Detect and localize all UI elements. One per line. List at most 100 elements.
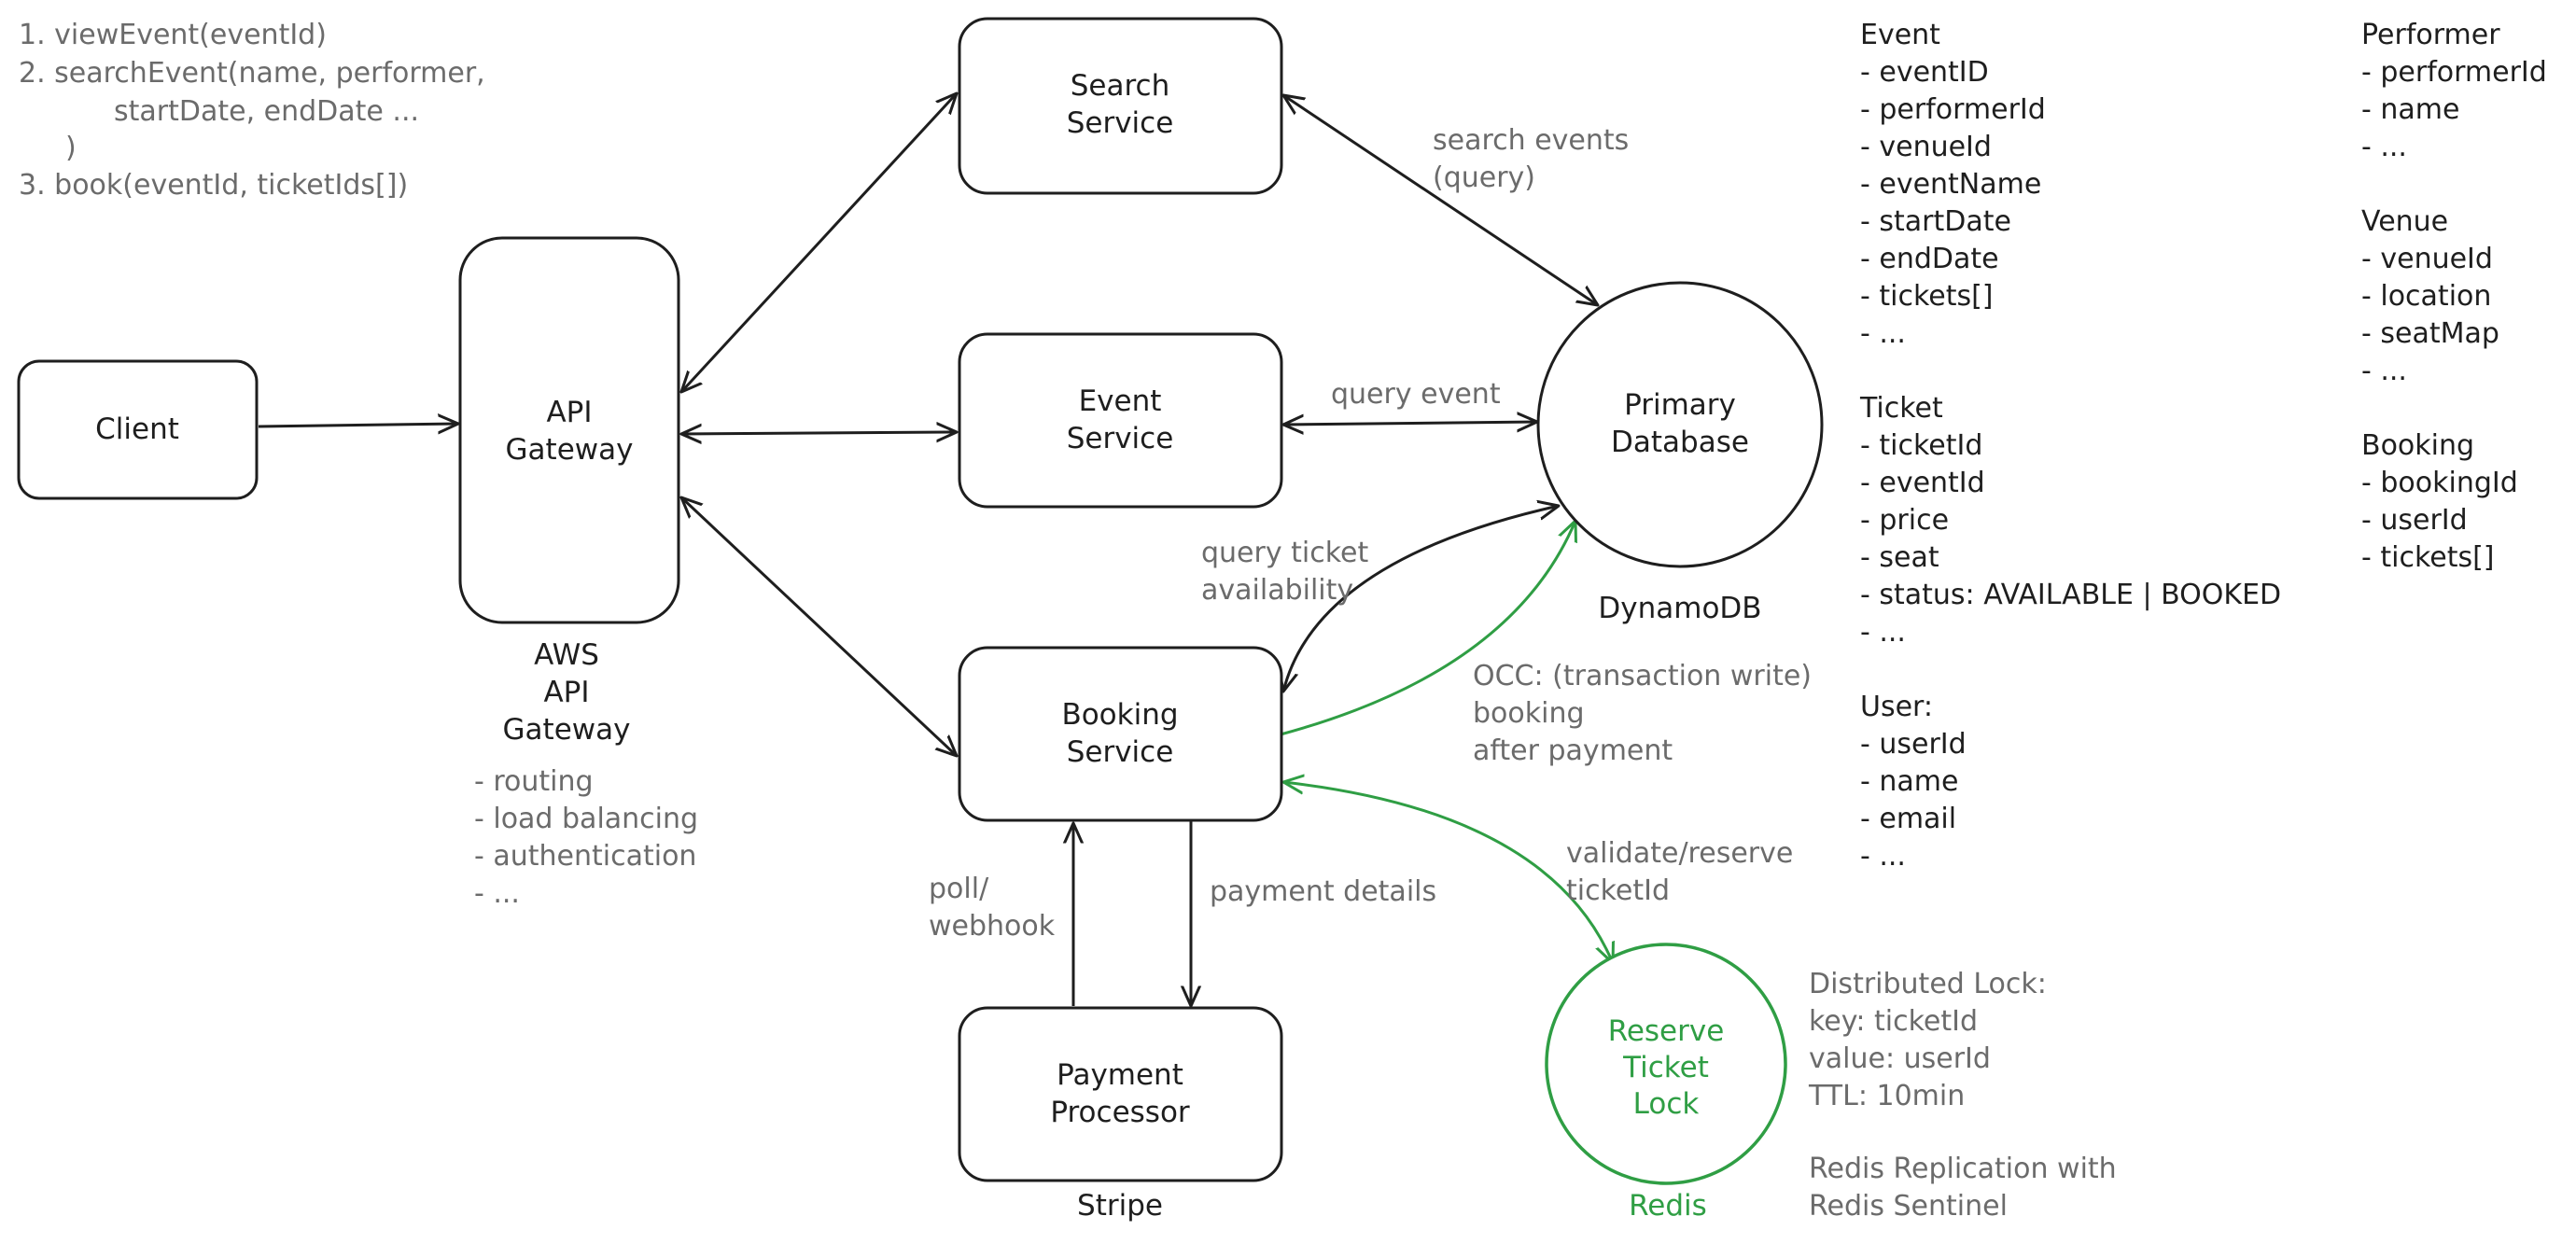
- gateway-notes: - routing - load balancing - authenticat…: [474, 765, 698, 910]
- lock-note: Distributed Lock:: [1809, 968, 2047, 1000]
- api-gateway-label: Gateway: [506, 433, 634, 467]
- reserve-lock-label: Reserve: [1608, 1014, 1725, 1048]
- lock-note: Redis Replication with: [1809, 1153, 2117, 1185]
- search-events-label: search events: [1433, 124, 1629, 157]
- edge-gateway-event: [681, 432, 957, 434]
- schema-event: Event - eventID - performerId - venueId …: [1860, 19, 2046, 350]
- event-service-node[interactable]: Event Service: [958, 332, 1283, 509]
- schema-field: - tickets[]: [2361, 541, 2495, 574]
- edges: [258, 93, 1613, 1006]
- api-gateway-node[interactable]: API Gateway: [458, 236, 680, 624]
- payment-processor-label: Payment: [1057, 1058, 1183, 1092]
- schema-field: - userId: [1860, 728, 1967, 761]
- edge-client-to-gateway: [258, 424, 458, 426]
- booking-service-node[interactable]: Booking Service: [958, 646, 1283, 822]
- lock-note: TTL: 10min: [1808, 1080, 1965, 1112]
- schema-field: - performerId: [2361, 56, 2547, 89]
- schema-ticket: Ticket - ticketId - eventId - price - se…: [1859, 392, 2281, 649]
- schema-field: - email: [1860, 803, 1956, 835]
- validate-label: ticketId: [1566, 874, 1670, 907]
- api-item: startDate, endDate ...: [114, 95, 419, 128]
- schema-performer: Performer - performerId - name - ...: [2361, 19, 2547, 163]
- schema-field: - name: [2361, 93, 2459, 126]
- schema-field: - eventName: [1860, 168, 2041, 201]
- poll-webhook-label: poll/: [929, 873, 989, 905]
- database-caption: DynamoDB: [1598, 592, 1761, 625]
- api-gateway-caption: API: [543, 676, 589, 709]
- gateway-note: - routing: [474, 765, 594, 798]
- gateway-note: - ...: [474, 877, 520, 910]
- gateway-note: - authentication: [474, 840, 696, 873]
- schema-field: - bookingId: [2361, 467, 2518, 499]
- primary-database-node[interactable]: Primary Database: [1536, 281, 1824, 568]
- edge-labels: search events (query) query event query …: [929, 124, 1812, 943]
- schema-field: - ...: [1860, 840, 1906, 873]
- primary-database-label: Primary: [1624, 388, 1736, 422]
- reserve-lock-label: Lock: [1633, 1087, 1700, 1121]
- api-item: ): [65, 132, 77, 164]
- api-gateway-label: API: [546, 396, 592, 429]
- payment-processor-node[interactable]: Payment Processor: [958, 1006, 1283, 1182]
- lock-note: key: ticketId: [1809, 1005, 1978, 1038]
- schema-field: - seat: [1860, 541, 1939, 574]
- api-item: 2. searchEvent(name, performer,: [19, 57, 485, 90]
- search-service-node[interactable]: Search Service: [958, 17, 1283, 195]
- api-list: 1. viewEvent(eventId) 2. searchEvent(nam…: [19, 19, 485, 202]
- query-ticket-label: availability: [1201, 574, 1353, 607]
- edge-gateway-booking: [681, 497, 957, 756]
- schema-title: Performer: [2361, 19, 2500, 51]
- schema-field: - ...: [1860, 317, 1906, 350]
- client-node[interactable]: Client: [17, 359, 259, 500]
- edge-search-database: [1283, 95, 1598, 305]
- schema-field: - eventId: [1860, 467, 1985, 499]
- node-captions: AWS API Gateway DynamoDB Stripe Redis: [503, 592, 1762, 1223]
- validate-label: validate/reserve: [1566, 837, 1793, 870]
- schema-field: - startDate: [1860, 205, 2011, 238]
- schema-title: User:: [1860, 691, 1933, 723]
- reserve-lock-label: Ticket: [1622, 1051, 1709, 1084]
- schema-field: - location: [2361, 280, 2491, 313]
- client-label: Client: [95, 412, 179, 446]
- edge-event-database: [1283, 422, 1537, 425]
- edge-gateway-search: [681, 93, 957, 392]
- schema-field: - status: AVAILABLE | BOOKED: [1860, 579, 2281, 611]
- schema-field: - ...: [1860, 616, 1906, 649]
- booking-service-label: Service: [1067, 735, 1174, 769]
- booking-service-label: Booking: [1061, 698, 1178, 732]
- lock-caption: Redis: [1629, 1189, 1707, 1223]
- api-gateway-caption: Gateway: [503, 713, 631, 747]
- event-service-label: Service: [1067, 422, 1174, 455]
- schema-venue: Venue - venueId - location - seatMap - .…: [2361, 205, 2499, 387]
- reserve-ticket-lock-node[interactable]: Reserve Ticket Lock: [1545, 943, 1787, 1185]
- query-ticket-label: query ticket: [1201, 537, 1368, 569]
- primary-database-label: Database: [1611, 426, 1749, 459]
- schema-title: Venue: [2361, 205, 2448, 238]
- edge-booking-database-occ: [1280, 521, 1575, 736]
- api-gateway-caption: AWS: [534, 638, 599, 672]
- schema-field: - eventID: [1860, 56, 1989, 89]
- schema-title: Ticket: [1859, 392, 1943, 425]
- schema-title: Booking: [2361, 429, 2474, 462]
- schema-user: User: - userId - name - email - ...: [1860, 691, 1967, 873]
- schema-field: - price: [1860, 504, 1949, 537]
- schema-field: - ...: [2361, 131, 2407, 163]
- schema-field: - ...: [2361, 355, 2407, 387]
- schema-title: Event: [1860, 19, 1940, 51]
- api-item: 1. viewEvent(eventId): [19, 19, 327, 51]
- schema-field: - seatMap: [2361, 317, 2499, 350]
- query-event-label: query event: [1331, 378, 1501, 411]
- edge-booking-database: [1283, 506, 1559, 692]
- gateway-note: - load balancing: [474, 803, 698, 835]
- occ-label: booking: [1473, 697, 1585, 730]
- schema-field: - ticketId: [1860, 429, 1982, 462]
- event-service-label: Event: [1079, 384, 1162, 418]
- search-events-label: (query): [1433, 161, 1535, 194]
- lock-notes: Distributed Lock: key: ticketId value: u…: [1808, 968, 2117, 1223]
- schema-field: - userId: [2361, 504, 2468, 537]
- occ-label: after payment: [1473, 734, 1673, 767]
- edge-booking-lock: [1283, 782, 1613, 963]
- payment-caption: Stripe: [1077, 1189, 1163, 1223]
- schema-field: - endDate: [1860, 243, 1999, 275]
- schema-booking: Booking - bookingId - userId - tickets[]: [2361, 429, 2518, 574]
